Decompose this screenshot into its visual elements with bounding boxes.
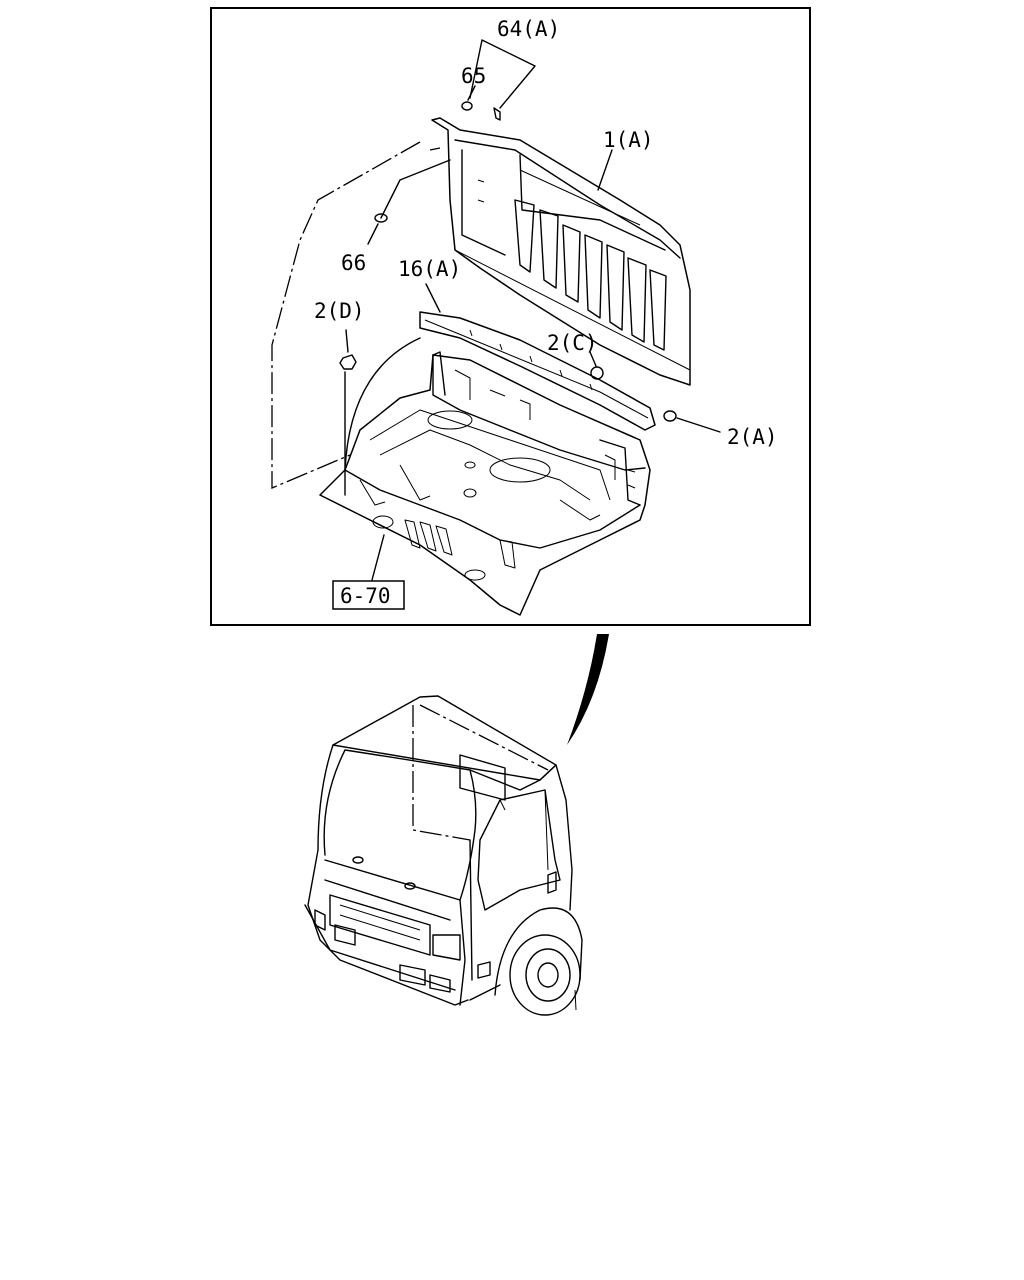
cab-side-outline [271,141,441,489]
label-part-66: 66 [341,251,366,275]
grommet-2a-icon [663,410,677,422]
small-parts [339,101,677,422]
label-part-64: 64(A) [497,17,560,41]
detail-frame [210,7,811,626]
grommet-2c-icon [590,366,604,380]
clip-64-icon [493,107,501,121]
plug-66-icon [374,213,388,223]
bolt-65-icon [461,101,473,111]
label-part-2c: 2(C) [547,331,598,355]
floor-panel [319,337,651,616]
label-part-65: 65 [461,64,486,88]
leader-lines [344,39,721,581]
part-labels: 64(A) 65 1(A) 66 16(A) 2(D) 2(C) 2(A) 6-… [314,17,778,610]
ref-box-label[interactable]: 6-70 [340,584,391,608]
ref-box-frame [332,580,405,610]
pointer-arrow [567,634,609,745]
cross-member [419,311,656,431]
rear-panel [431,117,691,386]
truck-cab [304,695,583,1016]
label-part-2d: 2(D) [314,299,365,323]
label-part-16: 16(A) [398,257,461,281]
label-part-1: 1(A) [603,128,654,152]
label-part-2a: 2(A) [727,425,778,449]
nut-2d-icon [339,354,357,370]
